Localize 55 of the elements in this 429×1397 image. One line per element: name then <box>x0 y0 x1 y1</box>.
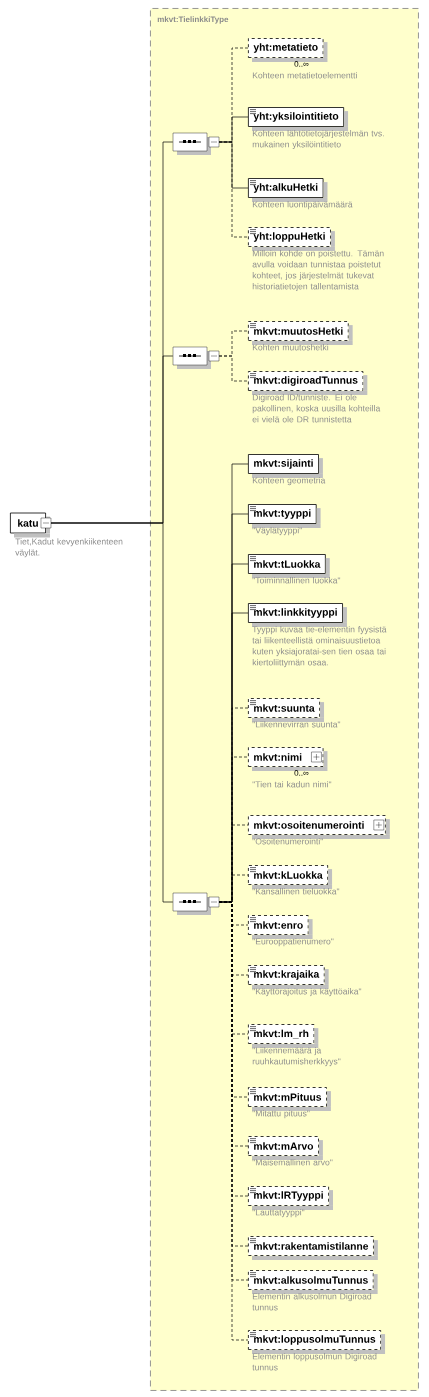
element-box: mkvt:loppusolmuTunnus <box>248 1330 386 1354</box>
description-text: Digiroad ID/tunniste. Ei ole pakollinen, koska uusilla kohteilla ei vielä ole DR tunnistetta <box>252 394 381 423</box>
description-text: Kohteen geometria <box>252 477 326 486</box>
element-box: mkvt:lm_rh <box>248 1024 319 1048</box>
description-text: "Tien tai kadun nimi" <box>252 781 332 788</box>
description-text: "Mitattu pituus" <box>252 1110 310 1119</box>
element-box: mkvt:muutosHetki <box>248 321 353 345</box>
element-box: mkvt:enro <box>248 915 313 939</box>
element-box: mkvt:kLuokka <box>248 865 333 889</box>
sequence-symbol <box>172 132 220 155</box>
element-box: yht:yksilointitieto <box>248 107 349 131</box>
element-box: mkvt:osoitenumerointi <box>248 815 390 839</box>
element-box: yht:metatieto <box>248 38 328 62</box>
element-box: yht:loppuHetki <box>248 227 335 251</box>
description-text: Tiet,Kadut kevyenkiikenteen väylät. <box>15 538 123 558</box>
element-box: mkvt:rakentamistilanne <box>248 1236 378 1260</box>
description-text: Kohteen metatietoelementti <box>252 72 357 79</box>
description-text: "Osoitenumerointi" <box>252 838 323 845</box>
multiplicity-label: 0..∞ <box>294 770 309 776</box>
description-text: "Lauttatyyppi" <box>252 1209 305 1218</box>
connector-line <box>218 141 249 238</box>
connector-line <box>218 355 249 382</box>
element-box: mkvt:sijainti <box>248 454 323 478</box>
element-box: mkvt:digiroadTunnus <box>248 371 368 395</box>
description-text: "Väylätyyppi" <box>252 527 302 536</box>
description-text: "Liikennevirran suunta" <box>252 721 341 728</box>
sequence-symbol <box>172 892 220 915</box>
description-text: "Kansallinen tieluokka" <box>252 888 340 895</box>
element-box: katu <box>10 512 52 538</box>
element-box: mkvt:tLuokka <box>248 554 330 578</box>
description-text: "Käyttörajoitus ja käyttöaika" <box>252 988 362 997</box>
description-text: Elementin alkusolmun Digiroad tunnus <box>252 1293 372 1311</box>
element-box: mkvt:alkusolmuTunnus <box>248 1270 378 1294</box>
description-text: Milloin kohde on poistettu. Tämän avulla voidaan tunnistaa poistetut kohteet, jos järjestelmät tukevat historiatietojen tallentamista <box>252 250 384 292</box>
description-text: "Eurooppatienumero" <box>252 938 334 947</box>
element-box: mkvt:lRTyyppi <box>248 1186 333 1210</box>
element-box: mkvt:nimi <box>248 747 328 771</box>
connector-line <box>50 522 174 903</box>
description-text: Kohten muutoshetki <box>252 344 329 351</box>
multiplicity-label: 0..∞ <box>294 61 309 67</box>
description-text: Kohteen luontipäivämäärä <box>252 201 353 210</box>
description-text: "Toiminnallinen luokka" <box>252 577 341 584</box>
element-box: mkvt:linkkityyppi <box>248 603 347 627</box>
description-text: "Maisemallinen arvo" <box>252 1159 333 1166</box>
element-box: mkvt:tyyppi <box>248 504 321 528</box>
element-box: mkvt:suunta <box>248 698 325 722</box>
description-text: Kohteen lähtötietojärjestelmän tvs. mukainen yksilöintitieto <box>252 130 384 150</box>
description-text: "Liikennemäärä ja ruuhkautumisherkkyys" <box>252 1047 341 1067</box>
description-text: Elementin loppusolmun Digiroad tunnus <box>252 1353 377 1371</box>
element-box: yht:alkuHetki <box>248 178 328 202</box>
element-box: mkvt:mPituus <box>248 1087 331 1111</box>
element-box: mkvt:mArvo <box>248 1136 323 1160</box>
sequence-symbol <box>172 346 220 369</box>
element-box: mkvt:krajaika <box>248 965 329 989</box>
description-text: Tyyppi kuvaa tie-elementin fyysistä tai liikenteellistä ominaisuustietoa kuten yksiajoratai-sen tien osaa tai kiertoliittymän osaa. <box>252 626 387 668</box>
